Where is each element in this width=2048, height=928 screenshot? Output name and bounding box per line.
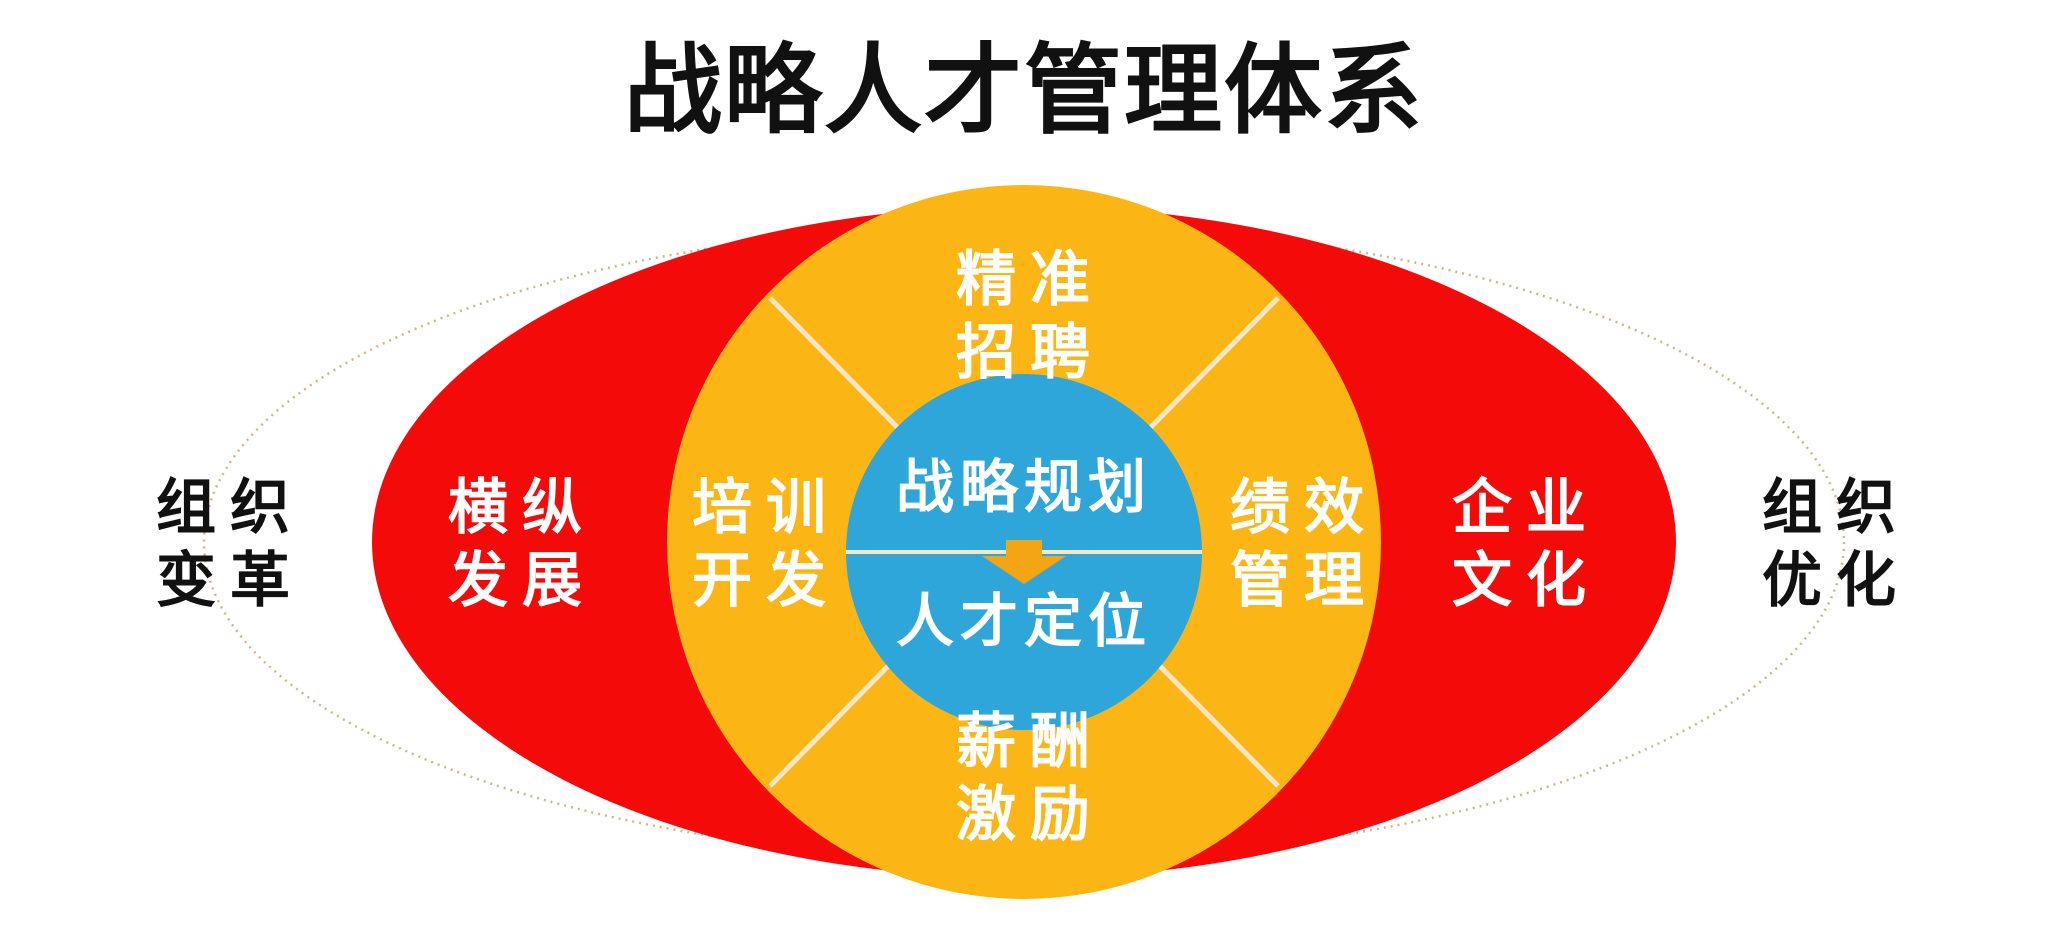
label-horizontal-vertical-development: 横纵 发展 [448,473,596,617]
label-corporate-culture: 企业 文化 [1452,473,1600,617]
label-strategic-planning: 战略规划 [895,453,1152,521]
quadrant-dividers [768,296,1280,788]
label-talent-positioning: 人才定位 [895,587,1152,655]
page-title: 战略人才管理体系 [623,34,1424,148]
label-compensation-incentive: 薪酬 激励 [956,707,1104,851]
label-organization-optimization: 组织 优化 [1762,473,1910,617]
outer-dotted-ring [202,222,1846,862]
divider-top-right [1148,296,1280,430]
label-training-development: 培训 开发 [692,473,840,617]
label-organization-change: 组织 变革 [156,473,304,617]
down-arrow-icon [982,540,1066,584]
label-performance-management: 绩效 管理 [1230,473,1378,617]
divider-bottom-right [1148,654,1280,788]
label-precise-recruitment: 精准 招聘 [956,245,1104,389]
divider-bottom-left [768,654,900,788]
divider-top-left [768,296,900,430]
